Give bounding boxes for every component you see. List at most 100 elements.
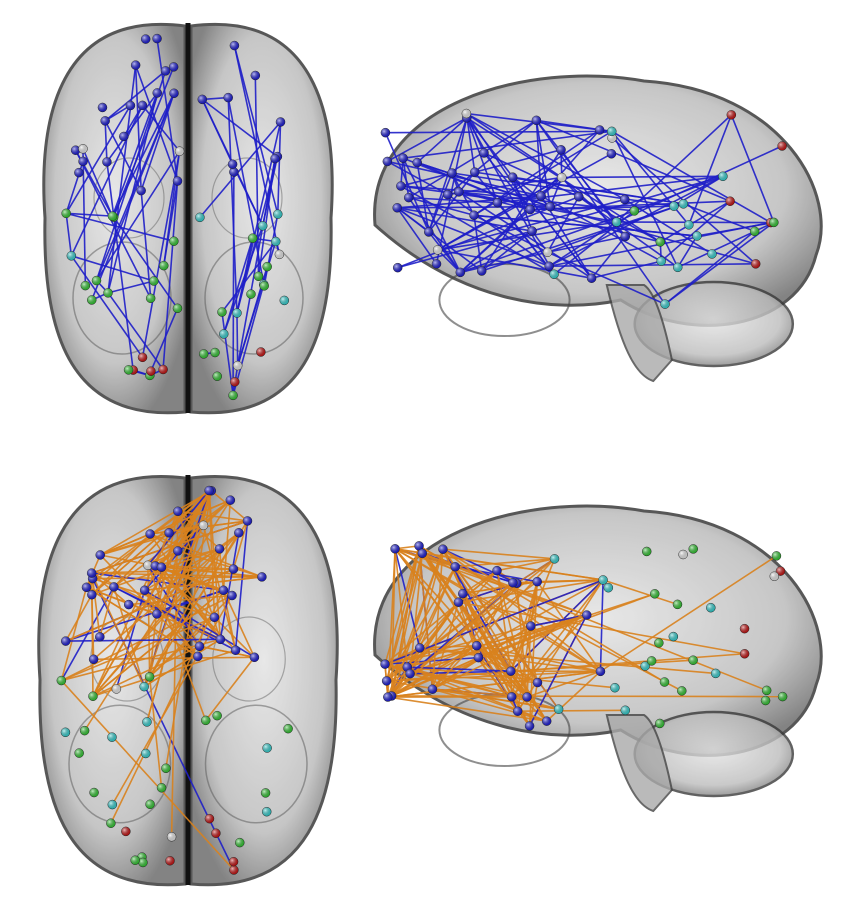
connection-edge-orange [478, 593, 656, 659]
brain-node-highlight [438, 544, 448, 554]
connection-edge-orange [205, 656, 256, 721]
connection-edge-orange [144, 490, 212, 591]
brain-node-highlight [89, 788, 99, 798]
brain-node-highlight [725, 196, 735, 206]
connection-edge-orange [496, 558, 555, 572]
brain-node-highlight [167, 832, 177, 842]
connection-edge-blue [599, 579, 604, 672]
brain-node-highlight [56, 676, 66, 686]
connection-edge-orange [418, 545, 456, 568]
brain-node-highlight [740, 624, 750, 634]
connection-edge-blue [104, 120, 108, 162]
brain-node-highlight [769, 571, 779, 581]
brain-node-highlight [146, 293, 156, 303]
brain-node-highlight [556, 145, 566, 155]
brain-node-highlight [677, 686, 687, 696]
connection-edge-blue [134, 64, 179, 182]
connection-edge-blue [549, 177, 563, 207]
connection-edge-blue [660, 200, 731, 262]
connection-edge-blue [408, 196, 475, 217]
connection-edge-orange [432, 614, 588, 690]
brain-node-highlight [550, 554, 560, 564]
connection-edge-blue [616, 145, 783, 223]
node-group [61, 33, 290, 401]
brain-node-highlight [235, 838, 245, 848]
brain-node-highlight [80, 281, 90, 291]
brain-node-highlight [215, 544, 225, 554]
brain-node-highlight [136, 186, 146, 196]
brain-node-highlight [751, 259, 761, 269]
connection-edge-orange [384, 644, 477, 665]
connection-edge-orange [394, 548, 604, 581]
brain-node-highlight [270, 154, 280, 164]
brain-node-highlight [380, 659, 390, 669]
brain-node-highlight [257, 572, 267, 582]
brain-node-highlight [248, 233, 258, 243]
connection-edge-blue [416, 117, 468, 164]
connection-edge-orange [442, 548, 601, 672]
connection-edge-orange [222, 589, 256, 658]
brain-node-highlight [229, 167, 239, 177]
brain-node-highlight [668, 632, 678, 642]
brain-node-highlight [393, 263, 403, 273]
connection-edge-orange [391, 656, 479, 697]
connection-edge-orange [144, 576, 262, 592]
brain-node-highlight [279, 295, 289, 305]
brain-node-highlight [219, 329, 229, 339]
connection-edge-orange [431, 549, 444, 690]
brain-node-highlight [60, 727, 70, 737]
brain-node-highlight [142, 717, 152, 727]
brain-node-highlight [629, 206, 639, 216]
brain-node-highlight [169, 88, 179, 98]
brain-node-highlight [427, 684, 437, 694]
connection-edge-blue [113, 216, 179, 309]
connection-edge-blue [696, 221, 774, 237]
brain-node-highlight [382, 156, 392, 166]
brain-node-highlight [557, 172, 567, 182]
edge-group [60, 489, 263, 871]
connection-edge-blue [201, 98, 278, 158]
connection-edge-orange [442, 548, 555, 560]
brain-node-highlight [195, 212, 205, 222]
connection-edge-blue [616, 114, 732, 223]
brain-node-highlight [718, 171, 728, 181]
brain-node-highlight [574, 192, 584, 202]
brain-node-highlight [672, 599, 682, 609]
brain-node-highlight [678, 199, 688, 209]
brain-node-highlight [660, 677, 670, 687]
brainstem-outline [605, 284, 673, 383]
brain-node-highlight [107, 800, 117, 810]
connection-edge-orange [177, 510, 248, 522]
brain-node-highlight [124, 600, 134, 610]
connection-edge-blue [402, 158, 410, 198]
brain-node-highlight [443, 190, 453, 200]
brain-node-highlight [95, 632, 105, 642]
connection-edge-orange [600, 555, 777, 673]
connection-edge-orange [100, 524, 204, 556]
connection-edge-orange [387, 696, 547, 722]
brain-node-highlight [95, 550, 105, 560]
connection-edge-blue [531, 175, 724, 232]
brain-node-highlight [61, 208, 71, 218]
connection-edge-orange [496, 570, 528, 698]
brain-node-highlight [246, 289, 256, 299]
connection-edge-orange [602, 579, 678, 606]
connection-edge-orange [218, 548, 225, 591]
brain-node-highlight [598, 575, 608, 585]
connection-edge-orange [213, 616, 255, 658]
connection-edge-blue [134, 65, 142, 191]
brain-node-highlight [209, 612, 219, 622]
connection-edge-blue [460, 251, 548, 274]
brain-node-highlight [433, 245, 443, 255]
connection-edge-blue [458, 191, 635, 212]
brain-node-highlight [531, 115, 541, 125]
brain-node-highlight [507, 692, 517, 702]
connection-edge-blue [466, 117, 555, 275]
connection-edge-orange [111, 595, 233, 805]
brain-node-highlight [684, 220, 694, 230]
brain-node-highlight [525, 205, 535, 215]
connection-edge-orange [390, 548, 396, 696]
brain-node-highlight [392, 203, 402, 213]
brain-node-highlight [121, 826, 131, 836]
